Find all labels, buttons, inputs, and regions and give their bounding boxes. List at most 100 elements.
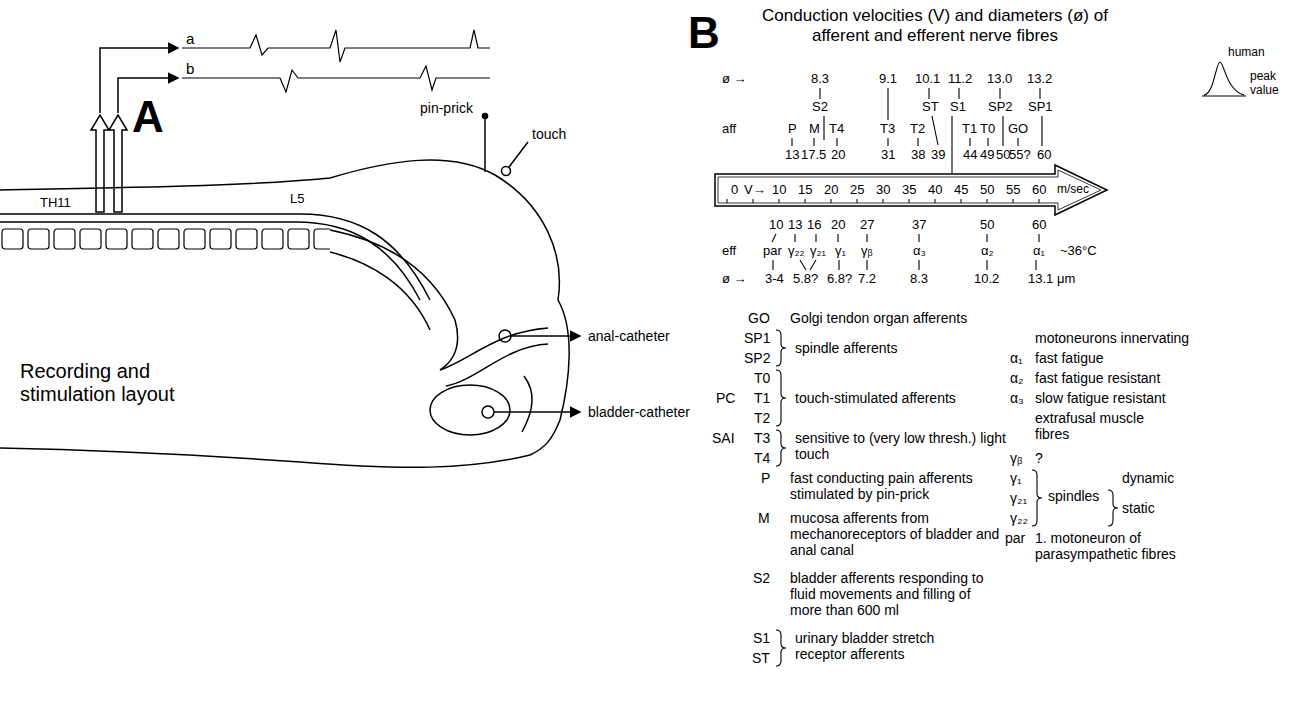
scale-value: 35 — [902, 183, 916, 198]
figure-label: M — [758, 510, 770, 526]
figure-label: 44 — [963, 148, 977, 163]
figure-label: par — [763, 244, 782, 259]
figure-label: ST — [922, 100, 939, 115]
figure-label: 8.3 — [811, 72, 829, 87]
figure-label: α₂ — [981, 244, 994, 259]
figure-label: bladder-catheter — [588, 404, 690, 420]
figure-label: M — [809, 122, 820, 137]
figure-label: touch — [532, 126, 566, 142]
bladder-catheter-tube — [494, 411, 580, 413]
scale-value: 15 — [798, 183, 812, 198]
scale-value: 55 — [1006, 183, 1020, 198]
figure-label: α₃ — [913, 244, 926, 259]
scale-value: 30 — [876, 183, 890, 198]
figure-label: γᵦ — [861, 244, 873, 259]
figure-label: static — [1122, 500, 1155, 516]
figure-label: motoneurons innervating — [1035, 330, 1189, 346]
vertebral-column — [0, 228, 330, 252]
catheter-balloon — [499, 330, 511, 342]
figure-label: bladder afferents responding to fluid mo… — [790, 570, 1005, 618]
figure-label: γ₂₁ — [1010, 490, 1027, 506]
figure-label: SP1 — [1028, 100, 1053, 115]
figure-label: α₂ — [1010, 370, 1024, 386]
figure-label: a — [186, 30, 194, 47]
figure-label: 10.1 — [915, 72, 940, 87]
figure-label: fast fatigue — [1035, 350, 1104, 366]
figure-label: ø → — [722, 272, 747, 287]
figure-label: 1. motoneuron of parasympathetic fibres — [1035, 530, 1225, 562]
figure-label: T1 — [962, 122, 977, 137]
figure-label: 60 — [1032, 218, 1046, 233]
touch-probe — [509, 142, 528, 167]
scale-value: m/sec — [1057, 183, 1089, 197]
figure-label: 11.2 — [948, 72, 972, 87]
figure-label: L5 — [290, 192, 304, 207]
figure-label: T0 — [754, 370, 770, 386]
figure-label: SP2 — [744, 350, 770, 366]
figure-label: touch-stimulated afferents — [795, 390, 956, 406]
figure-label: α₁ — [1010, 350, 1023, 366]
figure-label: 13 — [785, 148, 799, 163]
figure-label: b — [186, 60, 194, 77]
figure-label: Golgi tendon organ afferents — [790, 310, 967, 326]
scale-value: 60 — [1032, 183, 1046, 198]
spinal-cord — [0, 214, 430, 300]
figure-label: SAI — [712, 430, 735, 446]
scale-value: 0 — [731, 183, 738, 198]
figure-label: 20 — [831, 148, 845, 163]
figure-label: par — [1005, 530, 1025, 546]
recording-arrow — [91, 115, 109, 212]
scale-value: V→ — [744, 183, 766, 198]
figure-label: 31 — [881, 148, 895, 163]
panel-letter: B — [688, 8, 720, 59]
figure-label: mucosa afferents from mechanoreceptors o… — [790, 510, 1005, 558]
figure-label: ST — [752, 650, 770, 666]
figure-label: eff — [722, 244, 736, 259]
figure-label: SP1 — [744, 330, 770, 346]
brace — [1032, 470, 1042, 526]
figure-label: 13.1 μm — [1028, 272, 1075, 287]
peak-curve-icon — [1202, 62, 1246, 96]
figure-label: human — [1228, 46, 1265, 60]
body-outline — [0, 160, 569, 467]
figure-label: 50 — [980, 218, 994, 233]
figure-label: 37 — [912, 218, 926, 233]
figure-label: ~36°C — [1060, 244, 1097, 259]
figure-label: 38 — [911, 148, 925, 163]
figure-label: 8.3 — [910, 272, 928, 287]
figure-label: γ₁ — [1010, 470, 1022, 486]
figure-label: T3 — [880, 122, 895, 137]
figure-label: peak value — [1250, 70, 1290, 98]
trace-a — [182, 30, 490, 62]
figure-label: γ₂₂ — [1010, 510, 1028, 526]
figure-label: 13.2 — [1027, 72, 1052, 87]
brace — [776, 630, 786, 666]
figure-label: 20 — [831, 218, 845, 233]
anal-catheter-tube — [511, 335, 580, 337]
figure-label: α₃ — [1010, 390, 1024, 406]
figure-label: Conduction velocities (V) and diameters … — [735, 6, 1135, 45]
figure-label: T3 — [754, 430, 770, 446]
figure-label: P — [788, 122, 797, 137]
brace — [776, 370, 786, 426]
figure-label: T2 — [754, 410, 770, 426]
figure-label: sensitive to (very low thresh.) light to… — [795, 430, 1015, 462]
panel-letter: A — [132, 92, 164, 143]
figure-label: S2 — [753, 570, 770, 586]
figure-label: dynamic — [1122, 470, 1174, 486]
figure-label: α₁ — [1033, 244, 1045, 259]
scale-value: 20 — [824, 183, 838, 198]
figure-label: SP2 — [988, 100, 1013, 115]
pin-head — [483, 114, 488, 119]
figure-label: γ₂₁ — [810, 244, 826, 259]
figure-label: γ₁ — [835, 244, 846, 259]
brace — [776, 430, 786, 466]
figure-label: 60 — [1037, 148, 1051, 163]
figure-label: fast conducting pain afferents stimulate… — [790, 470, 1010, 502]
catheter-balloon — [482, 406, 494, 418]
figure-label: S2 — [812, 100, 828, 115]
velocity-scale-arrow: 0V→1015202530354045505560m/sec — [715, 165, 1107, 215]
scale-value: 10 — [772, 183, 786, 198]
figure-label: ? — [1035, 450, 1043, 466]
